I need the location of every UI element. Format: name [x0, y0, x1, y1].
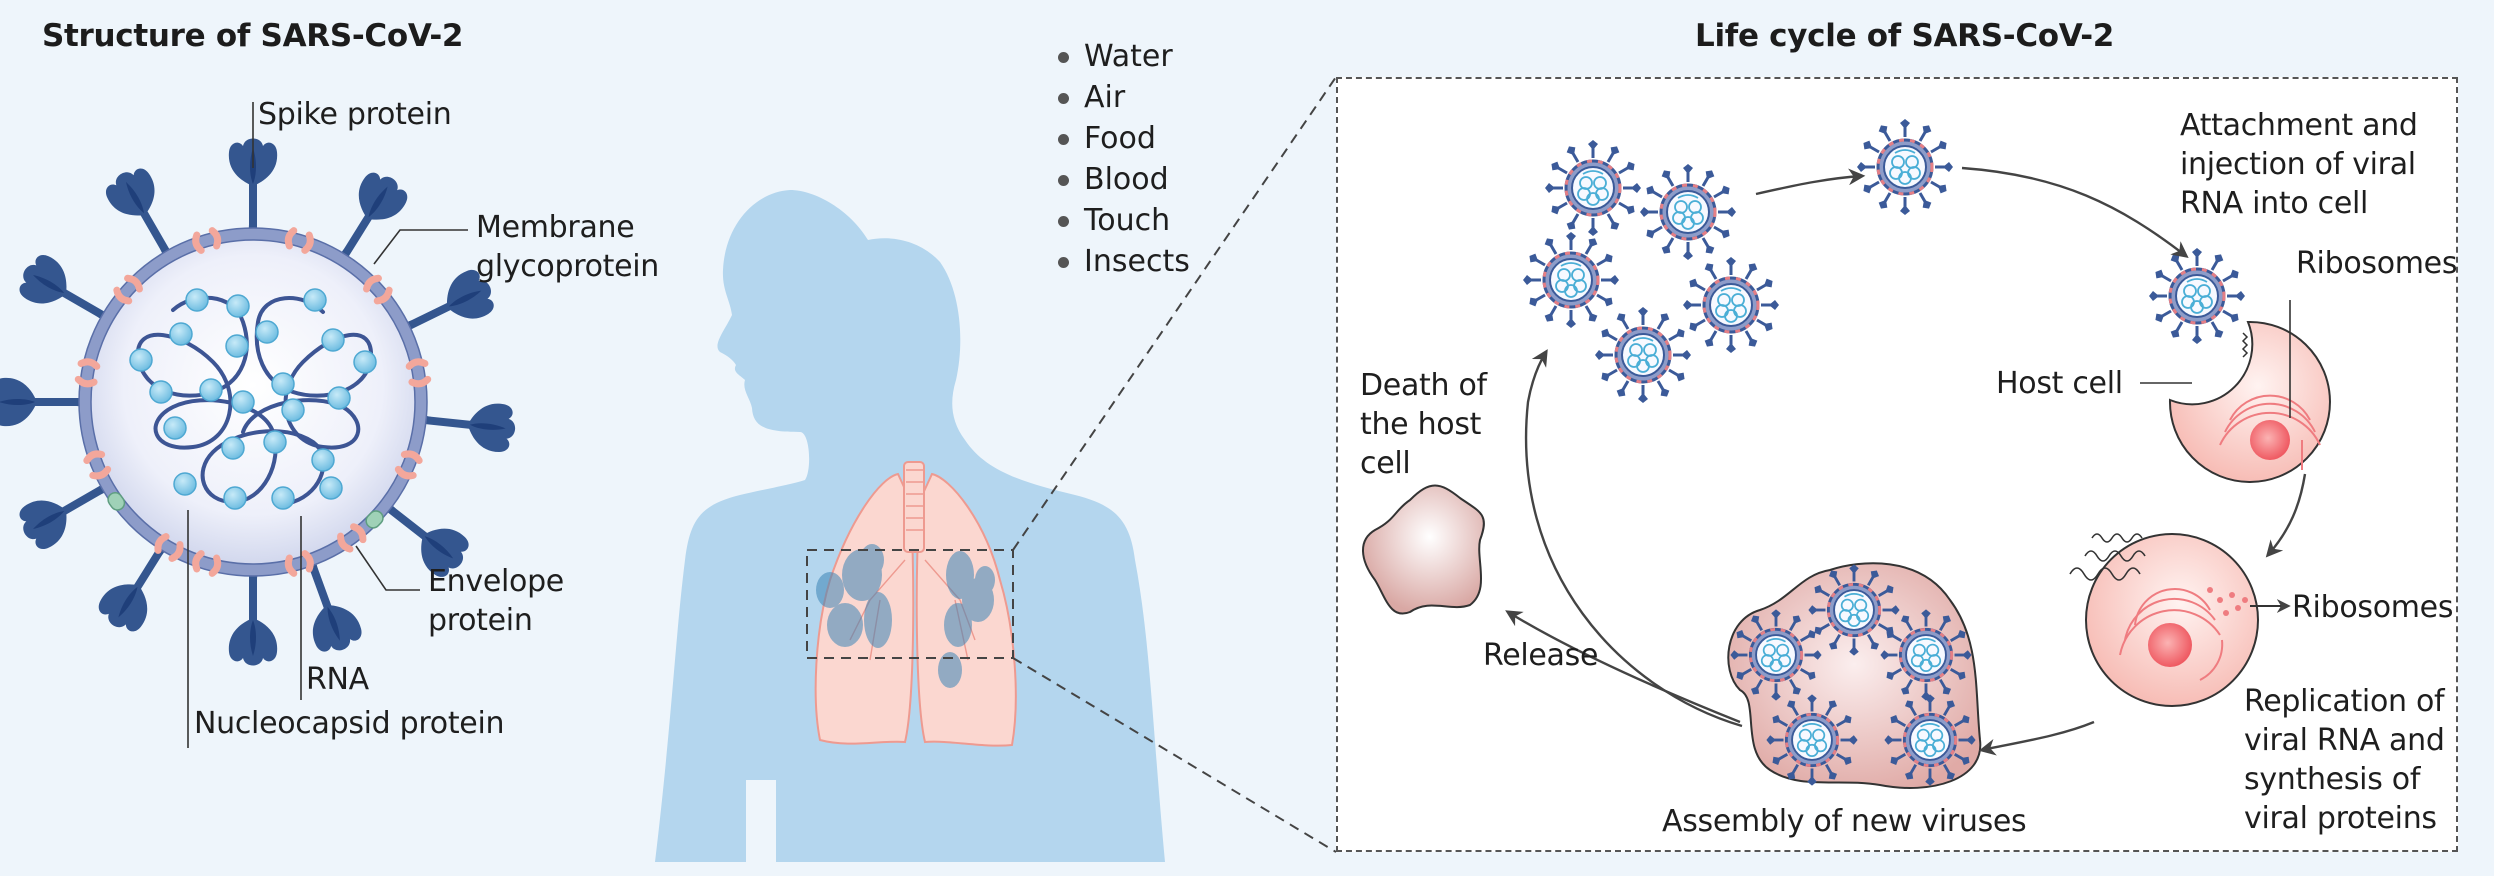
rna-nucleocapsid	[129, 288, 377, 510]
label-membrane-glycoprotein: Membrane glycoprotein	[476, 210, 660, 284]
rna-copies	[2069, 533, 2146, 581]
route-item: Blood	[1056, 159, 1190, 200]
assembly-cell	[1727, 562, 1982, 789]
label-assembly: Assembly of new viruses	[1662, 804, 2027, 839]
route-item: Insects	[1056, 241, 1190, 282]
label-replication: Replication of viral RNA and synthesis o…	[2244, 684, 2445, 836]
label-host-cell: Host cell	[1996, 366, 2123, 401]
host-cell	[2168, 320, 2331, 483]
transmission-routes-list: Water Air Food Blood Touch Insects	[1056, 36, 1190, 282]
structure-leader-lines	[187, 102, 468, 748]
cycle-arrows	[1505, 166, 2307, 756]
label-envelope-protein: Envelope protein	[428, 564, 564, 638]
structure-title: Structure of SARS-CoV-2	[42, 18, 464, 54]
lungs	[814, 461, 1017, 747]
lung-infection	[816, 544, 995, 688]
label-ribosomes-top: Ribosomes	[2296, 246, 2458, 281]
free-viruses	[1523, 119, 2245, 403]
label-nucleocapsid-protein: Nucleocapsid protein	[194, 706, 505, 741]
lifecycle-title: Life cycle of SARS-CoV-2	[1695, 18, 2115, 54]
zoom-connector	[806, 76, 1337, 853]
lifecycle-leader-lines	[2140, 300, 2291, 418]
route-item: Food	[1056, 118, 1190, 159]
route-item: Water	[1056, 36, 1190, 77]
label-spike-protein: Spike protein	[258, 97, 452, 132]
replication-cell	[2069, 533, 2291, 707]
label-release: Release	[1483, 638, 1599, 673]
route-item: Touch	[1056, 200, 1190, 241]
route-item: Air	[1056, 77, 1190, 118]
label-attachment: Attachment and injection of viral RNA in…	[2180, 108, 2418, 221]
virus-structure	[0, 138, 518, 666]
label-ribosomes-mid: Ribosomes	[2292, 590, 2454, 625]
envelope-proteins	[107, 491, 384, 529]
viral-rna-injection	[2241, 332, 2249, 358]
label-rna: RNA	[306, 662, 369, 697]
label-death-of-host-cell: Death of the host cell	[1360, 368, 1487, 481]
dead-host-cell	[1362, 484, 1485, 615]
